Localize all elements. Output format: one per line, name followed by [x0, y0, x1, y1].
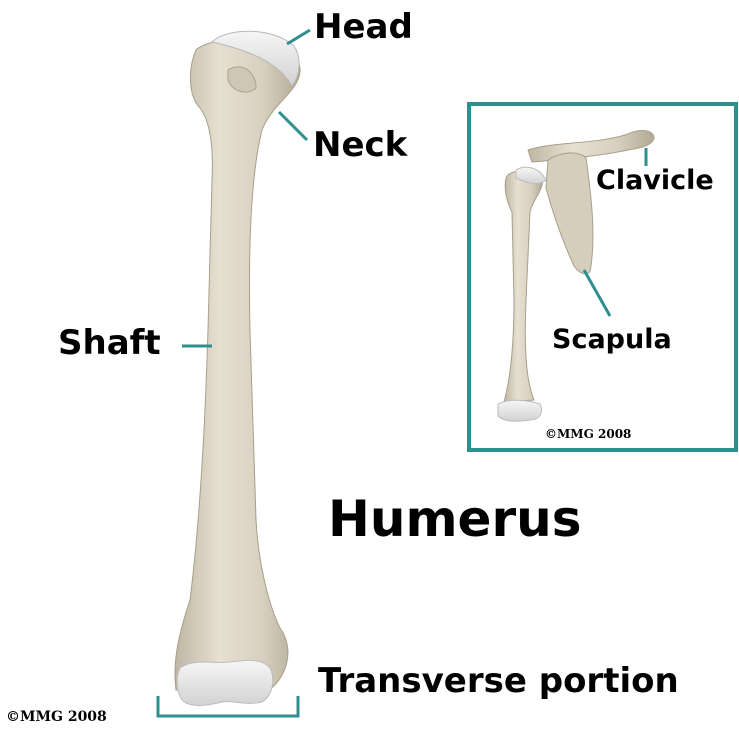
shoulder-inset [469, 104, 736, 450]
shaft-label: Shaft [58, 326, 161, 360]
humerus-bone [175, 31, 300, 705]
neck-label: Neck [313, 128, 407, 162]
humerus-shaft [175, 38, 300, 692]
inset-distal-cartilage [498, 400, 542, 421]
transverse-portion-label: Transverse portion [318, 664, 679, 698]
copyright-main: ©MMG 2008 [6, 710, 107, 724]
transverse-portion-cartilage [177, 660, 273, 705]
neck-leader-line [279, 112, 307, 140]
head-label: Head [314, 10, 413, 44]
head-leader-line [287, 30, 310, 44]
scapula-label: Scapula [552, 326, 672, 353]
copyright-inset: ©MMG 2008 [545, 428, 631, 440]
clavicle-label: Clavicle [596, 167, 714, 194]
diagram-title: Humerus [328, 494, 581, 544]
